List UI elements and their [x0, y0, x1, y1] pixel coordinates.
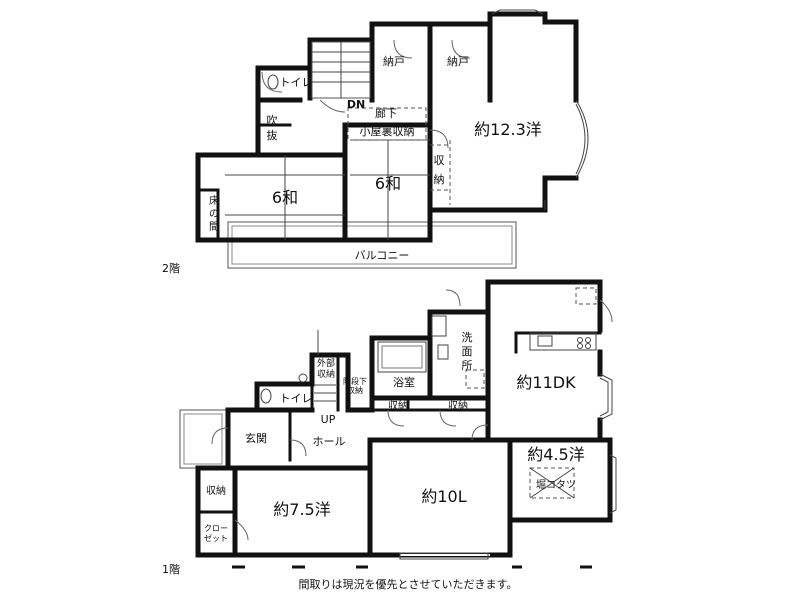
floor1-genkan-label: 玄関 [245, 431, 267, 445]
floor1-western-label: 約7.5洋 [273, 500, 330, 519]
floor1-kaidanshita-2: 収納 [347, 385, 363, 395]
floor1-shuno-b-label: 収納 [448, 399, 468, 412]
floor1-closet-1: クロー [204, 524, 228, 533]
floor1-kaidanshita-1: 階段下 [343, 376, 367, 386]
floor1-staircase [314, 384, 336, 402]
floor2-fukinuke-1: 吹 [267, 114, 278, 127]
floor2-rouka-label: 廊下 [375, 106, 397, 120]
floor1-senmenjo-2: 面 [462, 345, 473, 358]
floor1-gaibu-1: 外部 [317, 357, 335, 369]
floor1-toilet-label: トイレ [280, 392, 313, 405]
floor2-plan: 納戸 納戸 トイレ DN 廊下 吹 抜 小屋裏収納 約12.3洋 収 納 床 の… [162, 9, 589, 275]
floor2-staircase [311, 41, 371, 99]
floor2-fukinuke-2: 抜 [267, 128, 278, 142]
floor1-shuno-a-label: 収納 [388, 399, 408, 412]
floor1-shuno-c-label: 収納 [206, 484, 226, 497]
floor2-tokonoma-1: 床 [209, 194, 219, 207]
floor2-washitsu-right-label: 6和 [375, 174, 401, 193]
floor1-living-label: 約10L [421, 487, 466, 506]
floor1-gaibu-2: 収納 [317, 368, 335, 380]
floor1-outer-wall [195, 279, 613, 558]
floor1-closet-2: ゼット [204, 533, 228, 543]
floor1-dk-label: 約11DK [516, 373, 576, 392]
floor2-balcony-label: バルコニー [355, 249, 410, 262]
floor2-nando-right-label: 納戸 [447, 55, 469, 68]
floor2-dn-label: DN [347, 98, 365, 111]
floor2-shuno-1: 収 [434, 154, 445, 167]
floor2-western-label: 約12.3洋 [474, 120, 542, 139]
floor2-balcony-outline [227, 221, 517, 269]
floor1-plan: 洗 面 所 約11DK 外部 収納 階段下 収納 浴室 トイレ UP 収納 収納… [162, 279, 617, 576]
footer-note: 間取りは現況を優先とさせていただきます。 [299, 577, 518, 591]
floor2-level-label: 2階 [162, 261, 180, 275]
floor2-washitsu-left-label: 6和 [272, 188, 298, 207]
floor2-tokonoma-2: の [209, 209, 219, 220]
floor2-shuno-2: 納 [434, 173, 445, 186]
floor1-senmenjo-1: 洗 [462, 331, 473, 344]
horikotatsu-outline [529, 467, 575, 499]
floor2-toilet-label: トイレ [280, 76, 313, 89]
floor1-up-label: UP [321, 413, 336, 426]
floor1-level-label: 1階 [162, 562, 180, 576]
floor1-hall-label: ホール [313, 435, 346, 448]
floor1-horikotatsu-label: 堀コタツ [536, 479, 576, 491]
floor1-senmenjo-3: 所 [462, 359, 473, 372]
floor2-tokonoma-3: 間 [209, 221, 219, 233]
floor2-koyaura-label: 小屋裏収納 [360, 124, 415, 138]
floor1-yokushitsu-label: 浴室 [393, 375, 415, 389]
floor1-japanese-label: 約4.5洋 [527, 445, 584, 464]
floor2-nando-left-label: 納戸 [383, 55, 405, 68]
